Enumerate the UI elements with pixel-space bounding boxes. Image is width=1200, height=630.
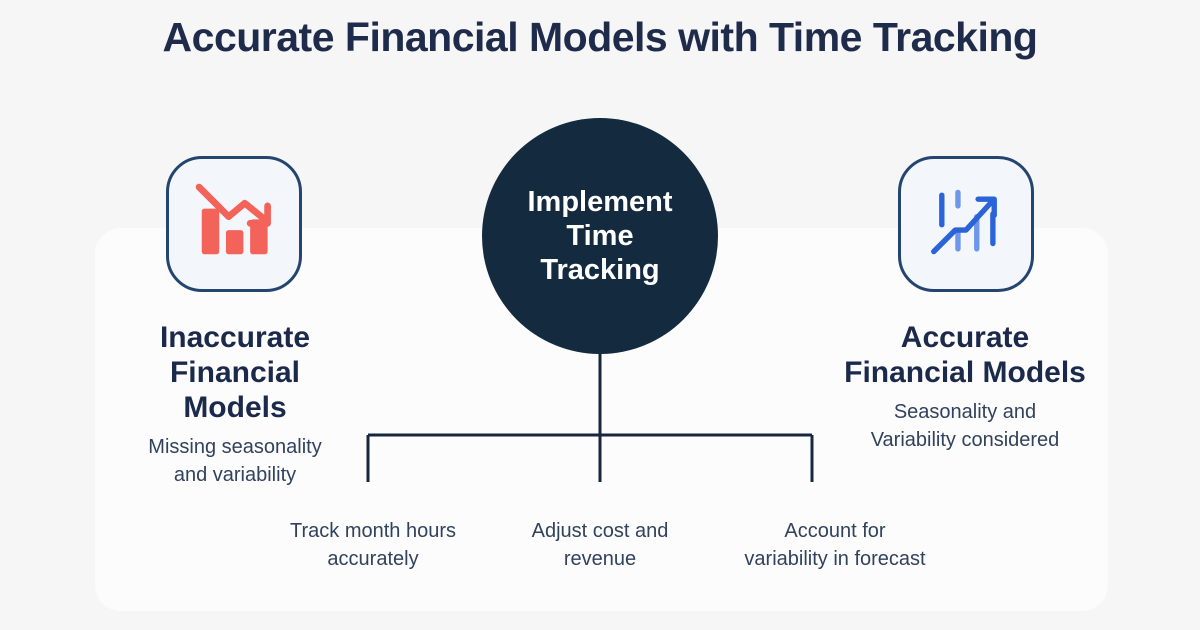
branch-line: Adjust cost and bbox=[531, 520, 669, 542]
inaccurate-models-heading: Inaccurate Financial Models bbox=[159, 321, 311, 424]
rising-chart-icon bbox=[923, 179, 1009, 270]
accurate-models-subtext: Seasonality and Variability considered bbox=[840, 398, 1090, 454]
accurate-models-icon-box bbox=[898, 156, 1034, 292]
subtext-line: Missing seasonality bbox=[148, 436, 322, 458]
branch-label-adjust-cost: Adjust cost and revenue bbox=[500, 517, 700, 573]
branch-line: accurately bbox=[327, 548, 419, 570]
accurate-models-block: Accurate Financial Models Seasonality an… bbox=[840, 320, 1090, 454]
branch-line: variability in forecast bbox=[744, 548, 926, 570]
branch-label-track-hours: Track month hours accurately bbox=[253, 517, 493, 573]
branch-line: revenue bbox=[563, 548, 637, 570]
page-title: Accurate Financial Models with Time Trac… bbox=[162, 14, 1038, 60]
declining-bar-chart-icon bbox=[191, 179, 277, 270]
subtext-line: Variability considered bbox=[870, 429, 1060, 451]
central-node-label: Implement Time Tracking bbox=[527, 186, 673, 286]
inaccurate-models-icon-box bbox=[166, 156, 302, 292]
subtext-line: and variability bbox=[173, 464, 297, 486]
branch-connector-lines bbox=[366, 352, 814, 482]
branch-line: Account for bbox=[784, 520, 886, 542]
branch-line: Track month hours bbox=[290, 520, 456, 542]
inaccurate-models-block: Inaccurate Financial Models Missing seas… bbox=[118, 320, 352, 489]
branch-label-account-variability: Account for variability in forecast bbox=[710, 517, 960, 573]
inaccurate-models-subtext: Missing seasonality and variability bbox=[118, 433, 352, 489]
subtext-line: Seasonality and bbox=[893, 401, 1037, 423]
central-node: Implement Time Tracking bbox=[482, 118, 718, 354]
accurate-models-heading: Accurate Financial Models bbox=[844, 321, 1086, 389]
